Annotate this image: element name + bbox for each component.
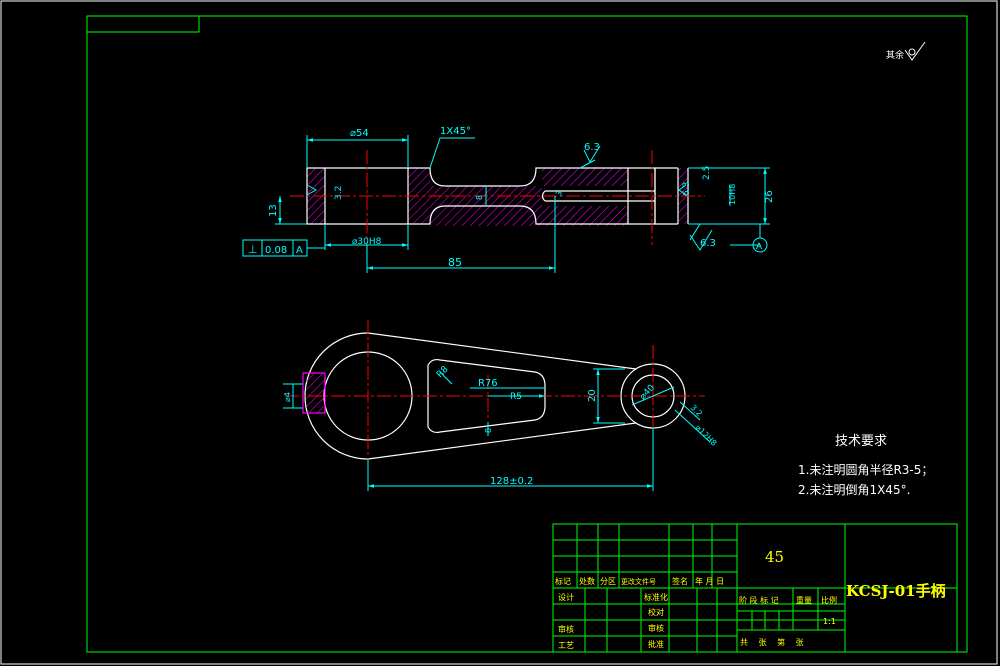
dim-hole-small: ⌀12H8 bbox=[694, 423, 719, 448]
drawing-name: KCSJ-01手柄 bbox=[846, 582, 946, 600]
dim-hole-right: 10H8 bbox=[728, 184, 737, 205]
dim-height-left: 13 bbox=[268, 204, 279, 217]
dim-hole-left: ⌀30H8 bbox=[352, 237, 382, 247]
material: 45 bbox=[765, 548, 784, 566]
dim-roughness-right: 6.3 bbox=[682, 182, 692, 196]
tech-item-1: 1.未注明圆角半径R3-5； bbox=[798, 462, 933, 477]
section-dimensions bbox=[275, 135, 770, 273]
header-date: 年 月 日 bbox=[695, 576, 724, 586]
dim-rib: 8 bbox=[484, 428, 493, 433]
global-roughness: 其余 bbox=[886, 41, 926, 61]
dim-r76: R76 bbox=[478, 378, 498, 389]
label-weight: 重量 bbox=[796, 595, 812, 605]
sheet-label: 共 张 第 张 bbox=[740, 637, 808, 647]
plan-hatch bbox=[306, 373, 326, 413]
plan-view: R8 R76 R5 20 ⌀40 ⌀4 3.2 ⌀12H8 8 128±0.2 bbox=[283, 320, 718, 491]
section-centerlines bbox=[290, 150, 705, 245]
header-mark: 标记 bbox=[555, 576, 571, 586]
datum-label: A bbox=[756, 242, 763, 252]
dim-dia-small: ⌀40 bbox=[638, 383, 657, 402]
tech-item-2: 2.未注明倒角1X45°. bbox=[798, 482, 910, 497]
header-zone: 分区 bbox=[600, 577, 616, 586]
header-doc: 更改文件号 bbox=[621, 577, 656, 586]
dim-roughness-right2: 2.5 bbox=[702, 166, 712, 180]
dim-chamfer: 1X45° bbox=[440, 126, 471, 137]
tolerance-datum: A bbox=[296, 245, 303, 256]
section-view: ⊥ 0.08 A ⌀54 1X45° 6.3 3.2 6.3 2.5 6.3 1… bbox=[242, 126, 775, 273]
header-sign: 签名 bbox=[672, 576, 688, 586]
dim-r5: R5 bbox=[510, 392, 522, 402]
role-process: 工艺 bbox=[558, 641, 574, 650]
dim-height-20: 20 bbox=[587, 389, 598, 402]
dim-r-pocket: R8 bbox=[435, 364, 451, 380]
dim-web: 8 bbox=[475, 195, 484, 200]
role-design: 设计 bbox=[558, 592, 574, 602]
tolerance-symbol: ⊥ bbox=[248, 243, 258, 256]
title-block: 45 KCSJ-01手柄 标记 处数 分区 更改文件号 签名 年 月 日 设计 … bbox=[552, 523, 958, 653]
tech-title: 技术要求 bbox=[835, 434, 887, 449]
dim-dia-left: ⌀4 bbox=[283, 392, 292, 402]
label-standard: 标准化 bbox=[644, 592, 668, 602]
label-scale: 比例 bbox=[821, 595, 837, 605]
dim-roughness-top: 6.3 bbox=[584, 142, 600, 153]
tolerance-value: 0.08 bbox=[265, 245, 287, 256]
tech-requirements: 技术要求 1.未注明圆角半径R3-5； 2.未注明倒角1X45°. bbox=[798, 434, 933, 497]
dim-roughness-left: 3.2 bbox=[334, 186, 344, 200]
roughness-check-icon bbox=[904, 41, 926, 61]
section-hatch bbox=[307, 168, 688, 226]
dim-top-diameter: ⌀54 bbox=[350, 128, 369, 139]
dim-length: 85 bbox=[448, 256, 462, 269]
role-review: 审核 bbox=[558, 624, 574, 634]
section-labels: ⌀54 1X45° 6.3 3.2 6.3 2.5 6.3 13 26 ⌀30H… bbox=[268, 126, 775, 269]
label-stage: 阶 段 标 记 bbox=[739, 595, 779, 605]
dim-center-distance: 128±0.2 bbox=[490, 476, 533, 487]
dim-r-small: 3.2 bbox=[689, 403, 704, 418]
tolerance-frame: ⊥ 0.08 A bbox=[242, 239, 325, 257]
label-approve: 批准 bbox=[648, 639, 664, 649]
label-check: 校对 bbox=[648, 607, 664, 617]
dim-roughness-bottom: 6.3 bbox=[700, 238, 716, 249]
label-audit: 审核 bbox=[648, 623, 664, 633]
header-count: 处数 bbox=[579, 576, 595, 586]
plan-dimensions bbox=[283, 368, 711, 491]
dim-slot: 3 bbox=[554, 189, 564, 198]
dim-height-right: 26 bbox=[764, 190, 775, 203]
scale-value: 1:1 bbox=[823, 617, 836, 626]
global-roughness-label: 其余 bbox=[886, 49, 904, 61]
